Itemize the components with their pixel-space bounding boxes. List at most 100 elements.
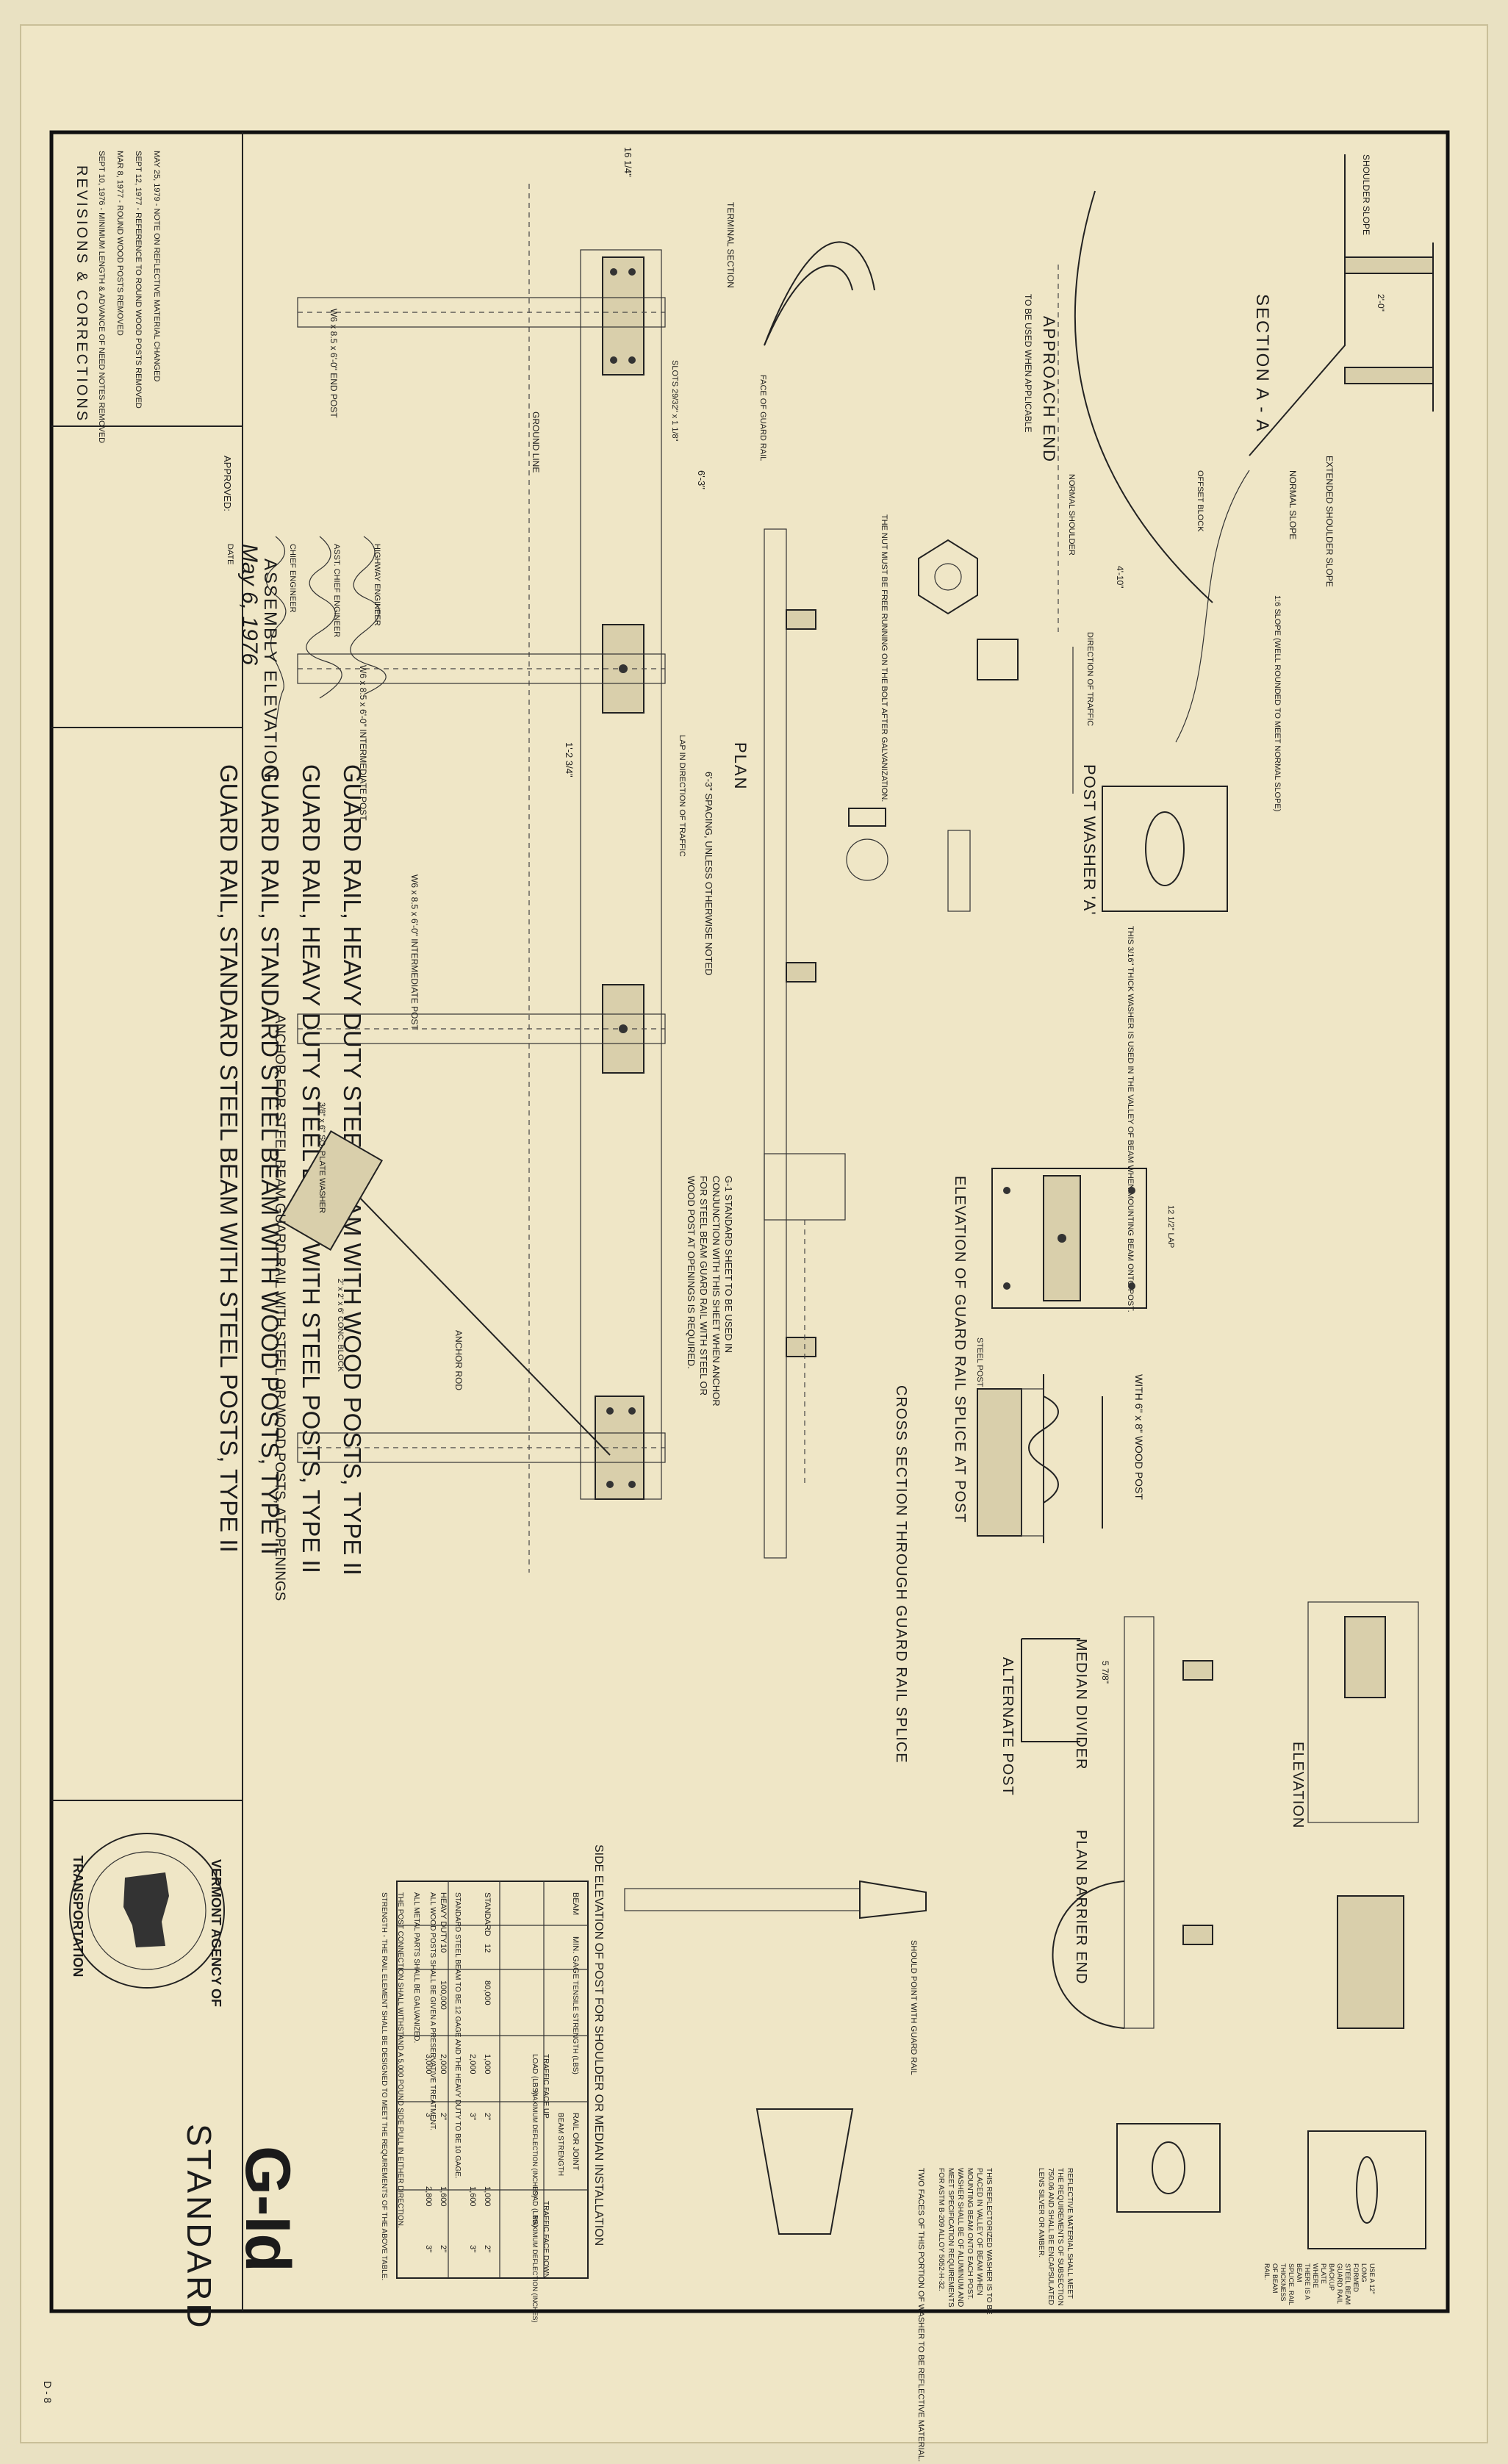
splice-cross-section: CROSS SECTION THROUGH GUARD RAIL SPLICE … [893, 1374, 1145, 1764]
dim-label: 1'-2 3/4" [564, 742, 575, 777]
intermediate-post-label: W6 x 8.5 x 6'-0" INTERMEDIATE POST [358, 665, 368, 821]
table-cell: 3,000 [424, 2054, 433, 2075]
ground-line-label: GROUND LINE [531, 412, 541, 473]
reflective-note: REFLECTIVE MATERIAL SHALL MEET THE REQUI… [1037, 2168, 1074, 2306]
drawing-paper [20, 24, 1488, 2443]
revision-entry: SEPT 10, 1976 - MINIMUM LENGTH & ADVANCE… [97, 151, 106, 443]
wood-post-label: WITH 6" x 8" WOOD POST [1133, 1374, 1145, 1500]
approved-label: APPROVED: [222, 456, 233, 511]
vermont-map-icon [123, 1872, 169, 1947]
plan-barrier-end-title: PLAN BARRIER END [1073, 1830, 1089, 1985]
table-cell: 3" [424, 2113, 433, 2120]
table-cell: 12 [483, 1944, 492, 1953]
table-col-header: LOAD (LBS) [531, 2054, 539, 2095]
table-cell: 3" [424, 2245, 433, 2252]
splice-elevation-title: ELEVATION OF GUARD RAIL SPLICE AT POST [952, 1176, 968, 1523]
table-footnote: ALL WOOD POSTS SHALL BE GIVEN A PRESERVA… [428, 1892, 437, 2130]
table-cell: 2" [439, 2245, 448, 2252]
revision-entry: MAY 25, 1979 - NOTE ON REFLECTIVE MATERI… [152, 151, 161, 381]
approval-box: APPROVED: DATE May 6, 1976 CHIEF ENGINEE… [222, 456, 387, 728]
dim-label: 4'-10" [1115, 566, 1125, 589]
assembly-elevation-title: ASSEMBLY ELEVATION [260, 558, 280, 780]
table-sub-header: TRAFFIC FACE DOWN [542, 2201, 550, 2279]
reflective-washer: TWO FACES OF THIS PORTION OF WASHER TO B… [755, 2108, 1426, 2462]
approval-role: ASST. CHIEF ENGINEER [332, 544, 341, 637]
dim-label: 2'-0" [1376, 294, 1386, 312]
slope-note: 1:6 SLOPE (WELL ROUNDED TO MEET NORMAL S… [1273, 595, 1282, 811]
table-col-header: MAXIMUM DEFLECTION (INCHES) [531, 2216, 539, 2323]
conc-block-label: 2' x 2' x 6' CONC. BLOCK [336, 1279, 345, 1372]
approach-end: APPROACH END TO BE USED WHEN APPLICABLE … [1023, 190, 1213, 794]
shoulder-slope-label: SHOULDER SLOPE [1361, 154, 1371, 235]
approval-role: HIGHWAY ENGINEER [373, 544, 381, 626]
g1-note: G-1 STANDARD SHEET TO BE USED IN CONJUNC… [686, 1176, 734, 1407]
table-footnote: ALL METAL PARTS SHALL BE GALVANIZED. [412, 1892, 420, 2043]
agency-line-2: TRANSPORTATION [71, 1856, 85, 1977]
post-washer-title: POST WASHER 'A' [1080, 764, 1099, 916]
table-cell: 2" [483, 2113, 492, 2120]
title-line: GUARD RAIL, STANDARD STEEL BEAM WITH WOO… [256, 764, 284, 1555]
title-line: GUARD RAIL, STANDARD STEEL BEAM WITH STE… [215, 764, 243, 1553]
end-post-label: W6 x 8.5 x 6'-0" END POST [328, 309, 339, 418]
approach-end-note: TO BE USED WHEN APPLICABLE [1023, 294, 1033, 433]
median-divider: MEDIAN DIVIDER PLAN BARRIER END [1052, 1616, 1213, 2029]
dim-label: 16 1/4" [622, 147, 633, 177]
face-of-guard-rail-label: FACE OF GUARD RAIL [758, 375, 767, 461]
standard-code: G-Id [232, 2146, 303, 2272]
table-col-header: TENSILE STRENGTH (LBS) [571, 1980, 579, 2075]
table-cell: 2,800 [424, 2186, 433, 2207]
dim-label: 6'-3" [696, 470, 707, 489]
plate-washer-label: 3/8" x 6" SQ. PLATE WASHER [317, 1102, 326, 1213]
two-faces-note: TWO FACES OF THIS PORTION OF WASHER TO B… [916, 2168, 925, 2462]
table-col-header: MIN. GAGE [571, 1936, 580, 1979]
plan-view: PLAN TERMINAL SECTION FACE OF GUARD RAIL [725, 202, 875, 1559]
washer-note: THIS 3/16" THICK WASHER IS USED IN THE V… [1126, 926, 1135, 1312]
terminal-section-label: TERMINAL SECTION [725, 202, 736, 288]
lap-direction-label: LAP IN DIRECTION OF TRAFFIC [678, 735, 686, 857]
table-cell: 1,000 [483, 2054, 492, 2075]
alternate-post-title: ALTERNATE POST [999, 1657, 1016, 1796]
dim-label: 5 7/8" [1100, 1661, 1110, 1684]
elevation-title: ELEVATION [1290, 1742, 1306, 1828]
table-cell: 80,000 [483, 1980, 492, 2005]
signature [306, 536, 342, 699]
outer-border [49, 130, 1450, 2313]
intermediate-post-label: W6 x 8.5 x 6'-0" INTERMEDIATE POST [409, 874, 420, 1030]
slots-label: SLOTS 29/32" x 1 1/8" [670, 360, 679, 442]
table-cell: 2" [439, 2113, 448, 2120]
page-ref: D - 8 [42, 2381, 54, 2404]
table-cell: HEAVY DUTY [439, 1892, 448, 1944]
table-cell: STANDARD [483, 1892, 492, 1936]
revisions-heading: REVISIONS & CORRECTIONS [73, 165, 90, 423]
table-footnote: STRENGTH - THE RAIL ELEMENT SHALL BE DES… [380, 1892, 388, 2280]
median-elevation: ELEVATION [1290, 1601, 1419, 2029]
revisions-box: REVISIONS & CORRECTIONS SEPT 10, 1976 - … [73, 151, 161, 443]
nut-bolt-detail: THE NUT MUST BE FREE RUNNING ON THE BOLT… [846, 514, 1019, 912]
extended-shoulder-slope-label: EXTENDED SHOULDER SLOPE [1324, 456, 1335, 587]
revision-entry: MAR 8, 1977 - ROUND WOOD POSTS REMOVED [115, 151, 124, 336]
table-cell: 2,000 [439, 2054, 448, 2075]
nut-note: THE NUT MUST BE FREE RUNNING ON THE BOLT… [880, 514, 888, 802]
table-col-header: BEAM [571, 1892, 580, 1915]
date-label: DATE [226, 544, 234, 565]
anchor-rod-label: ANCHOR ROD [453, 1330, 464, 1390]
revision-entry: SEPT 12, 1977 - REFERENCE TO ROUND WOOD … [134, 151, 143, 409]
table-col-header: MAXIMUM DEFLECTION (INCHES) [531, 2091, 539, 2198]
table-sub-header: TRAFFIC FACE UP [542, 2054, 550, 2119]
standard-label: STANDARD G-Id [180, 2124, 303, 2331]
median-divider-title: MEDIAN DIVIDER [1073, 1639, 1089, 1770]
plan-title: PLAN [731, 742, 750, 790]
direction-of-traffic-label: DIRECTION OF TRAFFIC [1085, 632, 1094, 726]
should-point-label: SHOULD POINT WITH GUARD RAIL [909, 1940, 918, 2075]
dim-label: 12 1/2" LAP [1166, 1205, 1175, 1248]
standard-word: STANDARD [180, 2124, 218, 2331]
side-elevation: SIDE ELEVATION OF POST FOR SHOULDER OR M… [592, 1845, 927, 2246]
section-aa: SECTION A - A SHOULDER SLOPE EXTENDED SH… [1175, 154, 1434, 811]
table-footnote: STANDARD STEEL BEAM TO BE 12 GAGE AND TH… [453, 1892, 462, 2179]
table-footnote: THE POST CONNECTION SHALL WITHSTAND A 5,… [396, 1892, 404, 2228]
page-ref-text: D - 8 [42, 2381, 54, 2404]
table-header-group: RAIL OR JOINT [571, 2113, 580, 2171]
steel-post-label: STEEL POST [975, 1337, 984, 1387]
table-cell: 2,000 [468, 2054, 477, 2075]
